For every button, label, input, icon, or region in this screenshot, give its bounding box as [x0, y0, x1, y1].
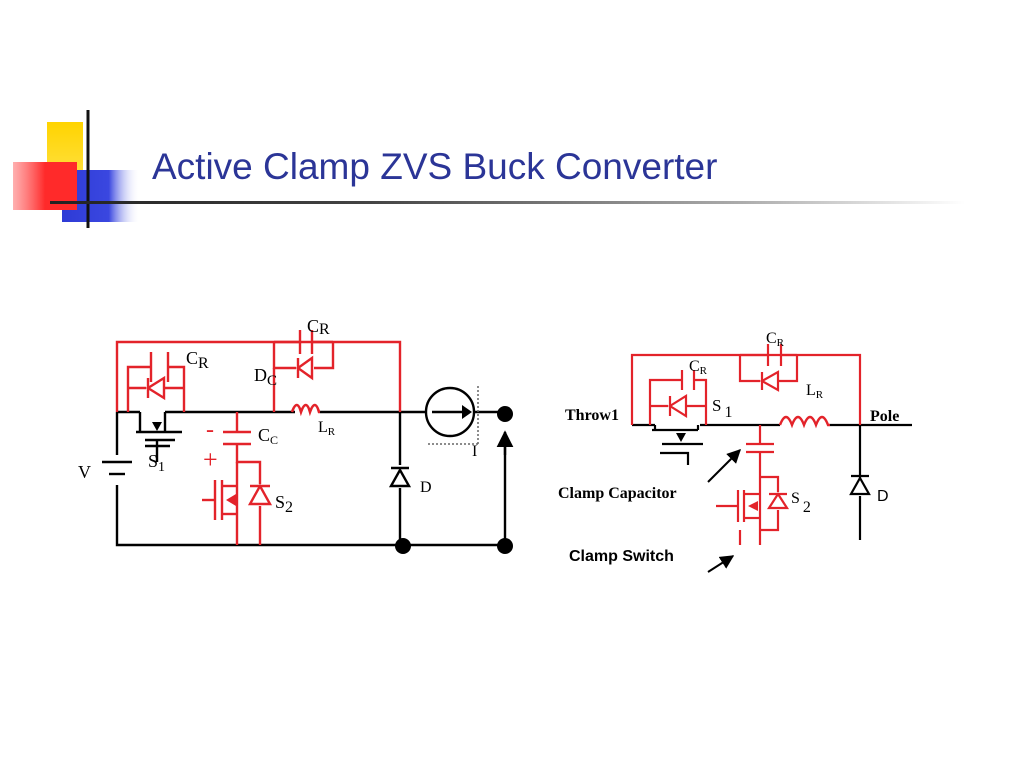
left-circuit: V S1 [78, 316, 514, 554]
s2-arrow-icon-left [226, 494, 236, 506]
clamp-switch-arrow-icon [707, 555, 735, 573]
cr-left-diode-icon [145, 375, 166, 401]
d-diode-icon-left [388, 467, 412, 488]
s2-arrow-icon-right [748, 501, 758, 511]
right-black-wires [632, 423, 912, 540]
lr-inductor-left [290, 403, 321, 417]
pole-label: Pole [870, 408, 899, 425]
title-underline [50, 201, 965, 204]
i-label: I [472, 443, 477, 460]
right-red-network [630, 344, 862, 545]
current-source-icon [424, 386, 479, 445]
cr-top-diode-icon-right [759, 370, 780, 392]
cc-label: CC [258, 425, 278, 447]
terminal-dot [497, 538, 513, 554]
left-red-network [115, 330, 402, 545]
s2-diode-icon-left [247, 483, 273, 506]
s2-label-right: S2 [791, 490, 811, 516]
lr-inductor-right [778, 415, 830, 429]
slide-logo [13, 110, 140, 228]
s1-arrow-icon-right [676, 433, 686, 442]
d-diode-icon-right [849, 475, 871, 496]
switch-s1-left [136, 412, 182, 462]
d-label-left: D [420, 479, 432, 496]
clamp-capacitor-arrow-icon [707, 449, 741, 483]
s1-arrow-icon [152, 422, 162, 431]
page-title: Active Clamp ZVS Buck Converter [152, 146, 718, 187]
cr-top-label-right: CR [766, 330, 785, 349]
battery-v [102, 460, 132, 476]
dc-diode-icon [295, 355, 314, 381]
cc-plus-sign: + [203, 445, 218, 474]
clamp-switch-label: Clamp Switch [569, 548, 674, 565]
terminal-dot [497, 406, 513, 422]
cr-top-label-left: CR [307, 316, 330, 338]
clamp-capacitor-label: Clamp Capacitor [558, 485, 677, 502]
lr-label-right: LR [806, 382, 824, 401]
s2-diode-icon-right [766, 491, 790, 510]
throw-label: Throw1 [565, 407, 619, 424]
lr-label-left: LR [318, 419, 336, 438]
terminal-dot [395, 538, 411, 554]
dc-label: DC [254, 365, 277, 389]
s2-label-left: S2 [275, 492, 293, 516]
cr-inner-label-right: CR [689, 358, 708, 377]
v-label: V [78, 462, 91, 482]
cr-left-label: CR [186, 348, 209, 372]
cc-minus-sign: - [206, 417, 214, 443]
s1-label-left: S1 [148, 451, 165, 475]
d-label-right: D [877, 488, 889, 505]
cr-inner-diode-icon [667, 394, 688, 418]
